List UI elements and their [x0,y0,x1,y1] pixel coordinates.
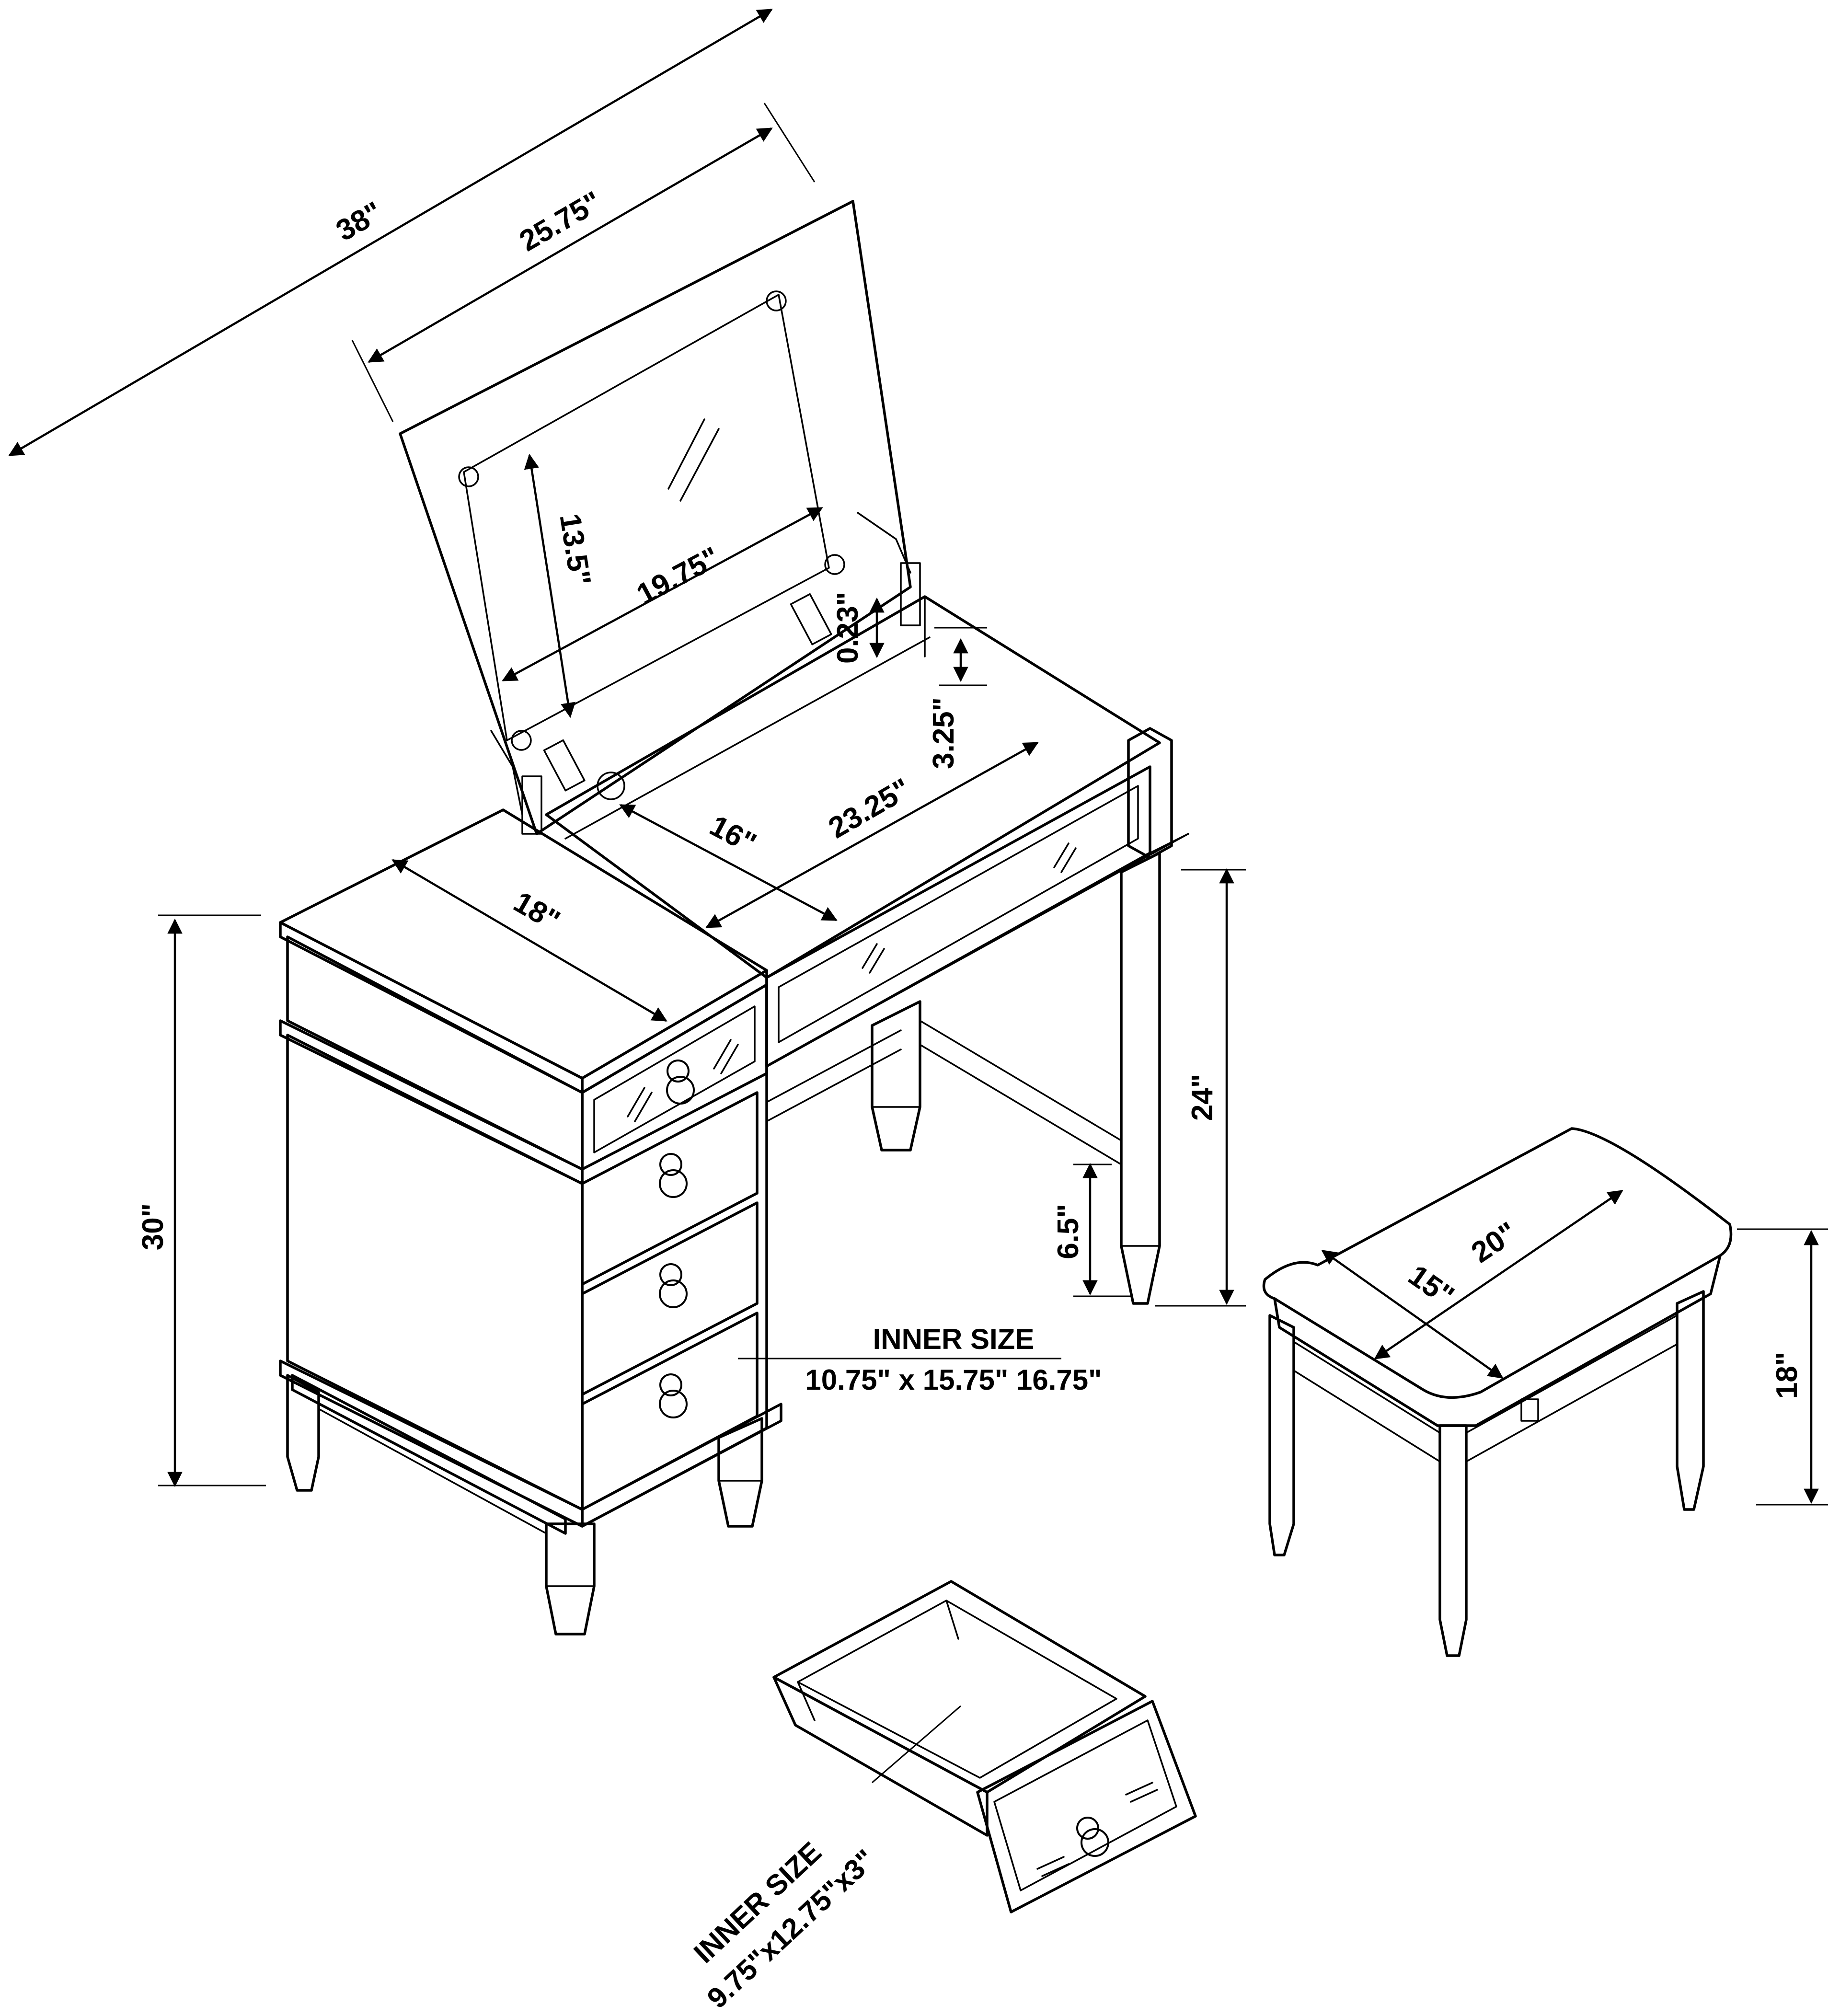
cabinet-top-front [279,921,584,1094]
label-tray-depth: 3.25" [927,697,960,769]
mirror-clip [766,290,787,311]
drawer-inner-leader [872,1705,961,1784]
cabinet-leg-front [545,1522,596,1636]
drawer-box-top [772,1580,1147,1794]
label-tray-width: 23.25" [823,772,916,845]
label-cabinet-depth: 18" [508,886,565,938]
stool-apron [1465,1343,1678,1463]
vanity-desk [279,200,1189,1636]
lid-support-arm [490,730,523,816]
side-stretcher [919,1044,1122,1165]
lid-support-block [521,775,542,835]
drawer-box-side [772,1676,989,1837]
dim-stool-width [1374,1190,1623,1359]
drawer-face-reflection [1036,1782,1158,1877]
label-mirror-height: 13.5" [553,511,597,588]
ring-pull-icon [659,1373,688,1418]
drawer-face-inset [993,1719,1177,1891]
dim-cabinet-depth [391,859,667,1022]
top-drawer [581,983,768,1171]
mirror-glass [463,294,830,741]
label-stool-depth: 15" [1403,1259,1460,1313]
cabinet-front [581,983,768,1528]
lid-support-arm [857,512,911,574]
right-front-leg [1120,852,1161,1305]
stool-back-leg [1520,1398,1539,1422]
label-tray-front: 16" [704,809,761,860]
back-stretcher [766,1029,902,1103]
dim-overall-width [8,9,773,456]
ring-pull-icon [1076,1817,1109,1857]
mirror-reflection-marks [667,418,720,502]
loose-drawer [772,1580,1197,1913]
label-mirror-width: 19.75" [632,541,725,611]
ring-pull-icon [659,1153,688,1198]
cabinet-skirt [291,1374,567,1535]
stool-leg-front [1438,1424,1468,1657]
cabinet-upper-band [286,935,584,1171]
stool-apron [1293,1370,1441,1463]
cabinet-base-right [581,1403,782,1528]
drawer-3 [581,1201,759,1396]
label-total-height: 30" [137,1203,170,1250]
cabinet-bottom-rail [318,1408,547,1534]
dim-tray-width [705,742,1039,928]
stool-apron [1293,1341,1441,1434]
label-stool-width: 20" [1465,1216,1523,1269]
lid-hinge [790,593,832,645]
dimension-lines [8,9,1828,1784]
stool [1262,1127,1733,1657]
dim-mirror-height [524,453,576,718]
dim-mirror-width [502,507,823,681]
stool-leg-left [1268,1314,1295,1556]
drawer-box-inner [797,1600,1117,1779]
cabinet-leg-left [286,1374,320,1492]
top-drawer-reflection [627,1039,739,1122]
drawer-inner-corner [797,1681,816,1721]
lid-support-block [900,562,921,626]
mirror-clip [824,554,845,575]
label-apron-height: 6.5" [1052,1204,1085,1259]
lid-panel [399,200,912,835]
dimension-labels: 38" 25.75" 13.5" 19.75" 0.23" 3.25" 16" … [137,185,1804,1399]
label-lid-thickness: 0.23" [831,592,864,664]
drawer-reflection-marks [862,842,1077,974]
mirror-clip [458,466,479,487]
side-stretcher [919,1020,1122,1141]
label-knee-height: 24" [1186,1074,1219,1121]
drawer-face [976,1700,1197,1913]
desk-top-edge [1149,833,1189,854]
top-drawer-inset [593,1005,756,1153]
inner-size-notes: INNER SIZE 10.75" x 15.75" 16.75" INNER … [688,1323,1102,2015]
stool-leg-right [1676,1290,1705,1511]
lid-hinge [543,739,586,792]
back-stretcher [766,1048,902,1122]
ring-pull-icon [659,1263,688,1308]
drawer-inner-corner [945,1600,959,1640]
dim-top-width [368,127,773,363]
cabinet-molding [279,1019,584,1185]
desk-apron-edge [766,833,1189,1067]
label-stool-height: 18" [1771,1352,1804,1399]
drawer-2 [581,1091,759,1286]
rear-post [1127,727,1173,859]
mirror-clip [511,730,532,751]
stool-cushion-top [1262,1127,1733,1399]
cabinet-inner-size-value: 10.75" x 15.75" 16.75" [805,1364,1102,1396]
label-top-width: 25.75" [514,185,607,258]
cabinet-top [279,808,768,1080]
dim-stool-depth [1321,1250,1504,1379]
ring-pull-icon [666,1060,695,1105]
middle-back-leg [871,1000,921,1152]
cabinet-base-molding [279,1359,584,1528]
stool-apron [1465,1314,1678,1434]
cabinet-inner-size-label: INNER SIZE [873,1323,1035,1355]
